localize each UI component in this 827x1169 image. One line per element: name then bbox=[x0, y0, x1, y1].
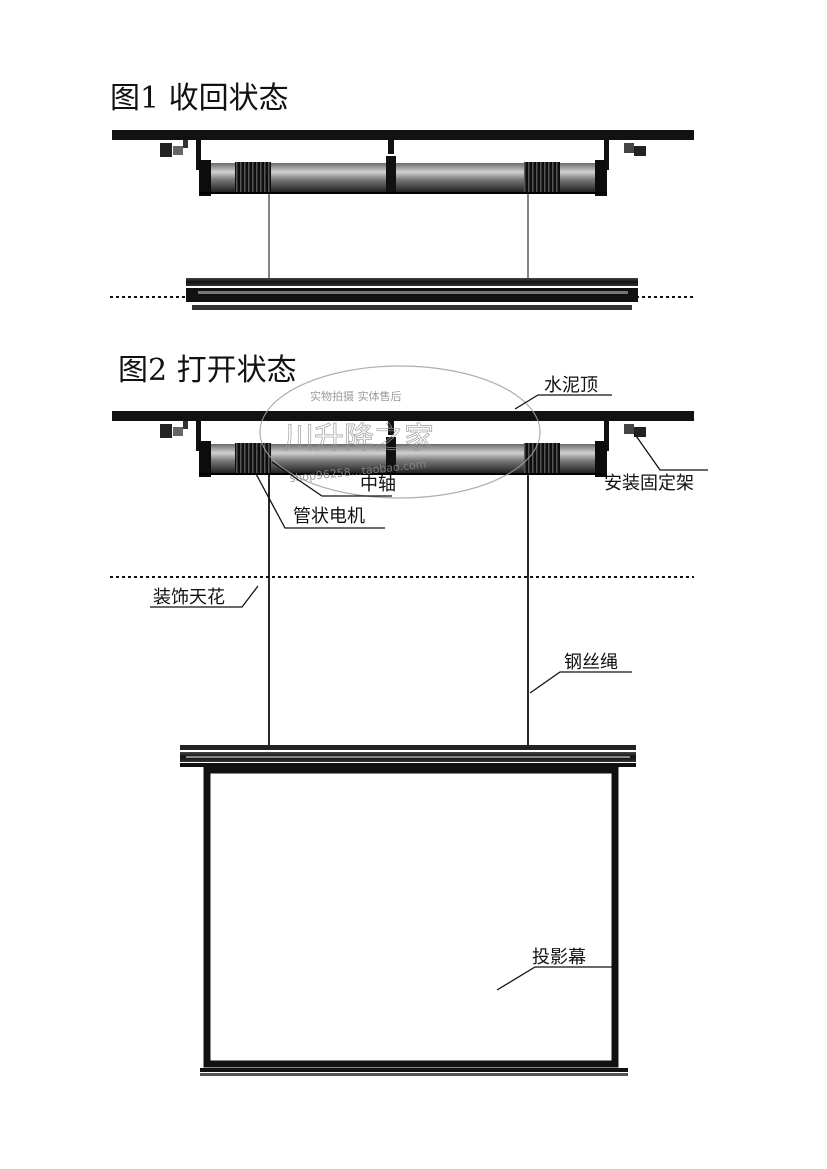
callout-steel-wire: 钢丝绳 bbox=[529, 652, 632, 694]
projection-screen-fabric bbox=[203, 766, 619, 1068]
label-tubular-motor: 管状电机 bbox=[293, 506, 365, 527]
figure1-title: 图1 收回状态 bbox=[110, 81, 289, 116]
figure2-ceiling-slab bbox=[112, 411, 694, 421]
figure1-steel-wires bbox=[268, 194, 529, 278]
label-projection-screen: 投影幕 bbox=[532, 947, 586, 968]
figure1-ceiling-slab bbox=[112, 130, 694, 140]
figure2-mounting-brackets bbox=[160, 421, 646, 438]
figure2-drop-rods bbox=[196, 421, 609, 451]
callout-projection-screen: 投影幕 bbox=[496, 947, 618, 991]
figure2-screen-housing bbox=[180, 745, 636, 767]
label-mounting-bracket: 安装固定架 bbox=[604, 473, 694, 494]
figure2-steel-wires bbox=[268, 475, 529, 746]
label-concrete-ceiling: 水泥顶 bbox=[544, 375, 598, 396]
figure1-mounting-brackets bbox=[160, 140, 646, 157]
label-steel-wire: 钢丝绳 bbox=[564, 652, 618, 673]
callout-tubular-motor: 管状电机 bbox=[254, 471, 385, 529]
screen-bottom-bar bbox=[200, 1068, 628, 1076]
watermark-line2: 川升降之家 bbox=[284, 421, 434, 456]
callout-decorative-ceiling: 装饰天花 bbox=[150, 585, 259, 608]
label-center-shaft: 中轴 bbox=[360, 474, 396, 495]
figure2-roller-tube-assembly bbox=[199, 437, 607, 477]
figure2-title: 图2 打开状态 bbox=[118, 353, 297, 388]
figure1-drop-rods bbox=[196, 140, 609, 170]
figure1-screen-housing bbox=[186, 278, 638, 310]
figure1-roller-tube-assembly bbox=[199, 156, 607, 196]
watermark: 实物拍摄 实体售后 川升降之家 shop96258…taobao.com bbox=[259, 365, 541, 499]
watermark-line1: 实物拍摄 实体售后 bbox=[310, 389, 402, 403]
callout-mounting-bracket: 安装固定架 bbox=[604, 432, 708, 494]
callout-concrete-ceiling: 水泥顶 bbox=[514, 375, 612, 410]
label-decorative-ceiling: 装饰天花 bbox=[153, 587, 225, 608]
callout-center-shaft: 中轴 bbox=[271, 461, 396, 497]
